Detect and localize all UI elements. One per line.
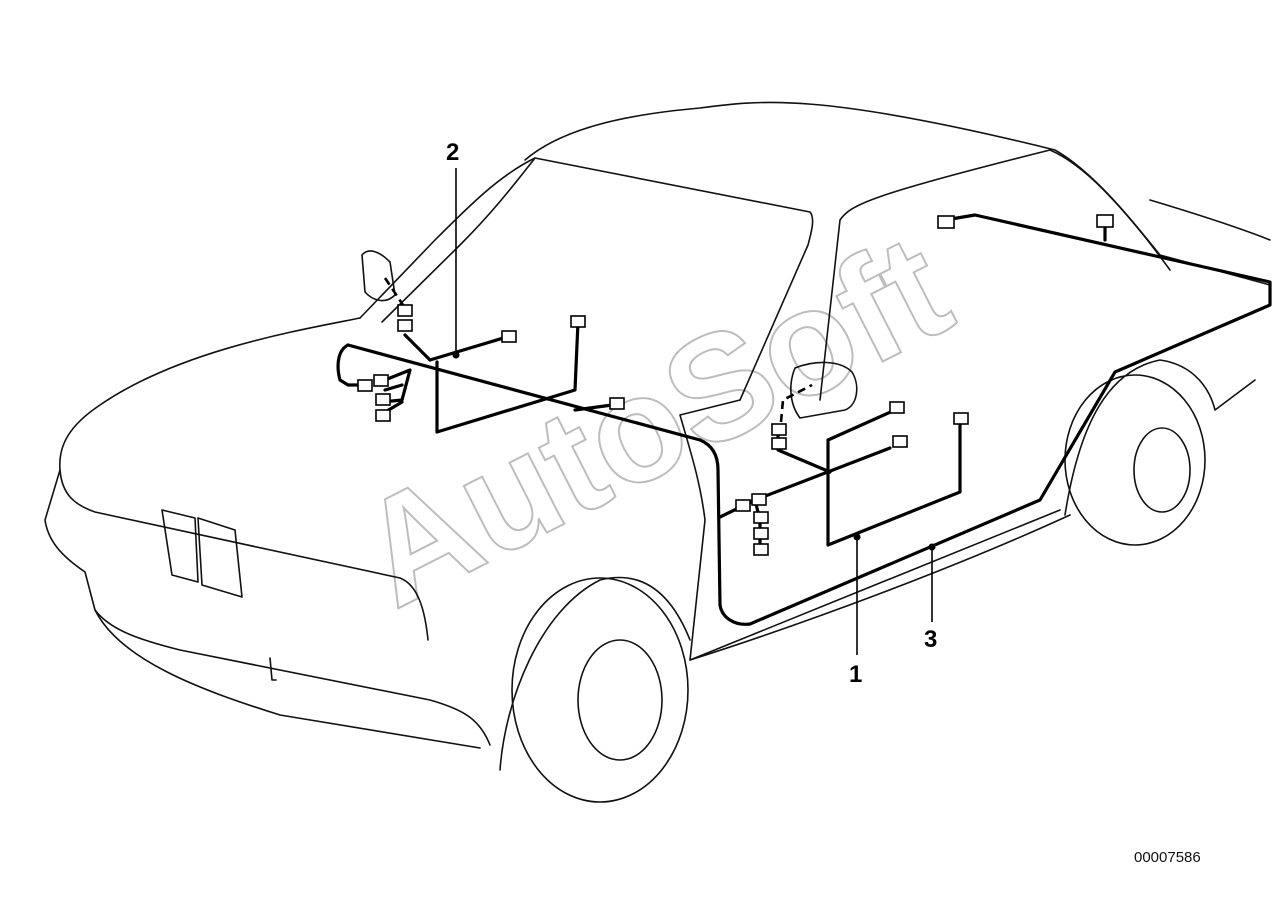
- connector-door-upper-1: [889, 401, 905, 414]
- car-mirror-left: [361, 250, 396, 302]
- car-hood: [59, 317, 429, 641]
- connector-rear-2: [1096, 214, 1114, 228]
- car-front-bumper: [44, 469, 491, 746]
- connector-door-4: [753, 527, 769, 540]
- car-grille-left: [161, 509, 199, 583]
- harness-dash: [435, 320, 580, 434]
- car-outline: [44, 101, 1271, 803]
- drawing-number: 00007586: [1134, 849, 1201, 866]
- leader-3-dot: [928, 543, 936, 551]
- car-front-wheel-arch: [499, 576, 691, 771]
- connector-front-left-3: [375, 393, 391, 406]
- car-side-panel: [679, 399, 1061, 661]
- car-side-window: [819, 149, 1271, 401]
- connector-front-left-1: [357, 379, 373, 392]
- car-front-wheel-inner: [577, 639, 663, 761]
- callout-3: 3: [924, 626, 937, 653]
- connector-door-5: [753, 543, 769, 556]
- car-front-wheel-outer: [511, 577, 689, 803]
- connector-dash-3: [609, 397, 625, 410]
- car-lower-bumper: [94, 609, 481, 749]
- connector-front-left-2: [373, 374, 389, 387]
- callout-1: 1: [849, 661, 862, 688]
- connector-door-2: [751, 493, 767, 506]
- connector-door-upper-3: [953, 412, 969, 425]
- watermark: AutoSoft: [332, 200, 974, 639]
- connector-dash-2: [570, 315, 586, 328]
- connector-door-3: [753, 511, 769, 524]
- car-rocker: [689, 514, 1071, 661]
- connector-dash-1: [501, 330, 517, 343]
- callouts: 2 1 3: [446, 139, 937, 688]
- harness-mirror-right: [779, 383, 813, 423]
- car-rear-deck: [1149, 199, 1271, 241]
- harness-dash-lower: [573, 403, 614, 412]
- harness-main: [346, 213, 1272, 626]
- connectors: [357, 214, 1114, 556]
- leader-1-dot: [853, 533, 861, 541]
- harness-mirror-left: [383, 277, 405, 306]
- connector-mirror-left-2: [397, 319, 413, 332]
- connector-door-1: [735, 499, 751, 512]
- callout-2: 2: [446, 139, 459, 166]
- watermark-text: AutoSoft: [333, 201, 973, 638]
- harness-door: [718, 408, 962, 552]
- harness-dash-upper: [403, 333, 512, 362]
- connector-mirror-right-1: [771, 423, 787, 436]
- car-rear-wheel-arch: [1064, 359, 1256, 516]
- connector-door-upper-2: [892, 435, 908, 448]
- car-rear-wheel-inner: [1133, 427, 1191, 513]
- harness-front-left-stub: [336, 343, 367, 387]
- car-windshield-inner: [381, 157, 536, 323]
- wiring-harness: [336, 213, 1272, 626]
- connector-front-left-4: [375, 409, 391, 422]
- car-grille-right: [197, 517, 243, 598]
- connector-mirror-right-2: [771, 437, 787, 450]
- connector-mirror-left-1: [397, 304, 413, 317]
- connector-rear-1: [937, 215, 955, 229]
- car-plate-notch: [269, 657, 277, 681]
- leader-2-dot: [452, 351, 460, 359]
